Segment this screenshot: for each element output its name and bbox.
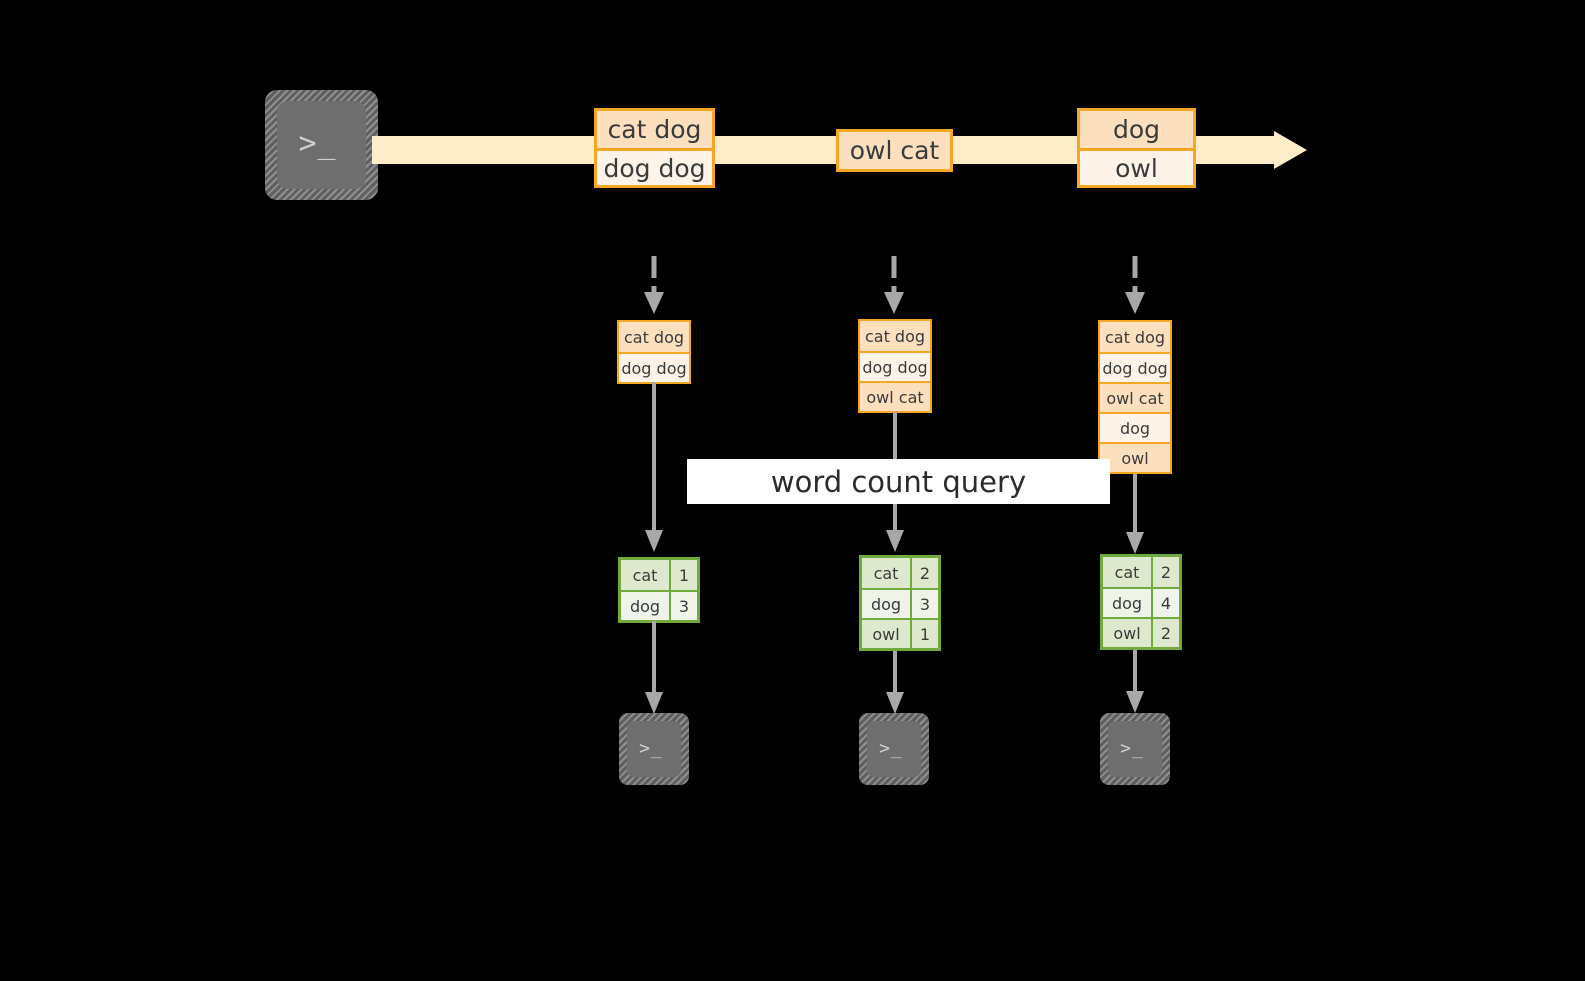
snapshot-line: owl [1100,442,1170,472]
snapshot-line: dog dog [860,351,930,381]
table-row: owl 1 [862,618,938,648]
snapshot-line: dog dog [619,352,689,382]
sink-terminal-2-icon: >_ [859,713,929,785]
sink-connector-3 [1125,650,1145,715]
query-connector-1 [644,382,664,554]
snapshot-t2: cat dog dog dog owl cat [858,319,932,413]
table-row: cat 2 [1103,557,1179,587]
snapshot-t3: cat dog dog dog owl cat dog owl [1098,320,1172,474]
result-word: cat [862,558,910,588]
result-count: 3 [910,590,938,618]
snapshot-line: dog [1100,412,1170,442]
result-count: 1 [669,560,697,590]
table-row: cat 1 [621,560,697,590]
result-t2: cat 2 dog 3 owl 1 [859,555,941,651]
result-count: 3 [669,592,697,620]
result-count: 4 [1151,589,1179,617]
terminal-screen: >_ [627,721,681,777]
snapshot-line: owl cat [1100,382,1170,412]
result-count: 2 [1151,557,1179,587]
dashed-connector-3 [1121,256,1149,316]
snapshot-t1: cat dog dog dog [617,320,691,384]
result-count: 2 [1151,619,1179,647]
terminal-prompt-glyph: >_ [298,126,337,161]
result-count: 1 [910,620,938,648]
result-word: dog [1103,589,1151,617]
query-label: word count query [687,459,1110,504]
dashed-connector-1 [640,256,668,316]
snapshot-line: cat dog [1100,322,1170,352]
sink-terminal-1-icon: >_ [619,713,689,785]
result-word: dog [621,592,669,620]
result-word: owl [1103,619,1151,647]
terminal-prompt-glyph: >_ [1120,738,1144,759]
result-t3: cat 2 dog 4 owl 2 [1100,554,1182,650]
event-line: owl [1080,148,1193,185]
terminal-screen: >_ [867,721,921,777]
table-row: dog 4 [1103,587,1179,617]
terminal-screen: >_ [1108,721,1162,777]
stream-event-batch-3: dog owl [1077,108,1196,188]
result-count: 2 [910,558,938,588]
result-word: dog [862,590,910,618]
table-row: cat 2 [862,558,938,588]
source-terminal-icon: >_ [265,90,378,200]
terminal-prompt-glyph: >_ [879,738,903,759]
sink-terminal-3-icon: >_ [1100,713,1170,785]
result-word: cat [1103,557,1151,587]
dashed-connector-2 [880,256,908,316]
sink-connector-2 [885,651,905,716]
table-row: dog 3 [621,590,697,620]
stream-event-batch-2: owl cat [836,129,953,172]
snapshot-line: owl cat [860,381,930,411]
terminal-prompt-glyph: >_ [639,738,663,759]
sink-connector-1 [644,621,664,716]
result-t1: cat 1 dog 3 [618,557,700,623]
snapshot-line: cat dog [860,321,930,351]
event-line: cat dog [597,111,712,148]
snapshot-line: cat dog [619,322,689,352]
snapshot-line: dog dog [1100,352,1170,382]
table-row: dog 3 [862,588,938,618]
result-word: cat [621,560,669,590]
event-line: dog [1080,111,1193,148]
event-line: owl cat [839,132,950,169]
stream-event-batch-1: cat dog dog dog [594,108,715,188]
terminal-screen: >_ [277,101,366,189]
event-line: dog dog [597,148,712,185]
query-label-text: word count query [770,464,1027,499]
query-connector-3 [1125,474,1145,556]
result-word: owl [862,620,910,648]
table-row: owl 2 [1103,617,1179,647]
